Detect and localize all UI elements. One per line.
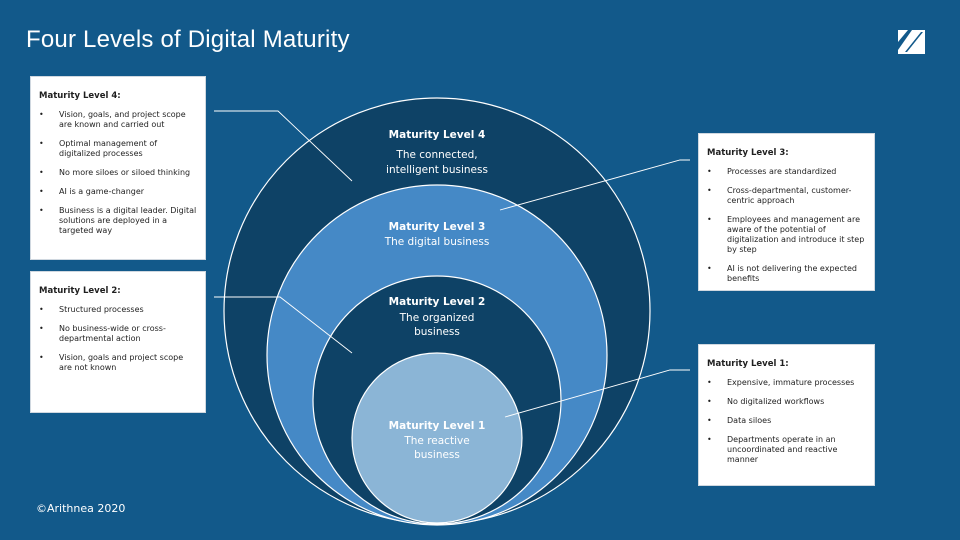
level4-subtitle-1: The connected, [395, 149, 477, 161]
copyright-text: ©Arithnea 2020 [36, 502, 126, 515]
list-item: Data siloes [707, 416, 866, 426]
connector-level2 [214, 296, 353, 354]
list-item: No digitalized workflows [707, 397, 866, 407]
level1-circle [351, 352, 523, 524]
level4-box-heading: Maturity Level 4: [39, 91, 121, 101]
level3-subtitle-1: The digital business [384, 236, 490, 248]
level1-box-list: Expensive, immature processes No digital… [707, 378, 866, 465]
connector-level3 [499, 159, 690, 211]
level1-title: Maturity Level 1 [389, 420, 486, 432]
list-item: Business is a digital leader. Digital so… [39, 206, 197, 236]
level2-description-box: Maturity Level 2: Structured processes N… [30, 271, 206, 413]
list-item: Processes are standardized [707, 167, 866, 177]
level2-subtitle-1: The organized [399, 312, 475, 324]
level1-description-box: Maturity Level 1: Expensive, immature pr… [698, 344, 875, 486]
level1-subtitle-2: business [414, 449, 460, 461]
level3-box-heading: Maturity Level 3: [707, 148, 789, 158]
level4-title: Maturity Level 4 [389, 129, 486, 141]
list-item: Cross-departmental, customer-centric app… [707, 186, 866, 206]
list-item: No more siloes or siloed thinking [39, 168, 197, 178]
list-item: AI is not delivering the expected benefi… [707, 264, 866, 284]
list-item: AI is a game-changer [39, 187, 197, 197]
list-item: Vision, goals, and project scope are kno… [39, 110, 197, 130]
level3-title: Maturity Level 3 [389, 221, 486, 233]
list-item: Vision, goals and project scope are not … [39, 353, 197, 373]
level1-subtitle-1: The reactive [403, 435, 469, 447]
list-item: Departments operate in an uncoordinated … [707, 435, 866, 465]
list-item: Structured processes [39, 305, 197, 315]
level2-subtitle-2: business [414, 326, 460, 338]
level3-description-box: Maturity Level 3: Processes are standard… [698, 133, 875, 291]
list-item: Employees and management are aware of th… [707, 215, 866, 255]
level2-title: Maturity Level 2 [389, 296, 486, 308]
list-item: Expensive, immature processes [707, 378, 866, 388]
connector-level4 [214, 110, 353, 182]
connector-level1 [504, 369, 690, 418]
level4-description-box: Maturity Level 4: Vision, goals, and pro… [30, 76, 206, 260]
level4-box-list: Vision, goals, and project scope are kno… [39, 110, 197, 236]
arithnea-logo-icon [898, 30, 925, 54]
level3-box-list: Processes are standardized Cross-departm… [707, 167, 866, 284]
list-item: Optimal management of digitalized proces… [39, 139, 197, 159]
level4-subtitle-2: intelligent business [386, 164, 488, 176]
level2-box-list: Structured processes No business-wide or… [39, 305, 197, 373]
list-item: No business-wide or cross-departmental a… [39, 324, 197, 344]
level1-box-heading: Maturity Level 1: [707, 359, 789, 369]
level2-box-heading: Maturity Level 2: [39, 286, 121, 296]
page-title: Four Levels of Digital Maturity [26, 26, 350, 53]
